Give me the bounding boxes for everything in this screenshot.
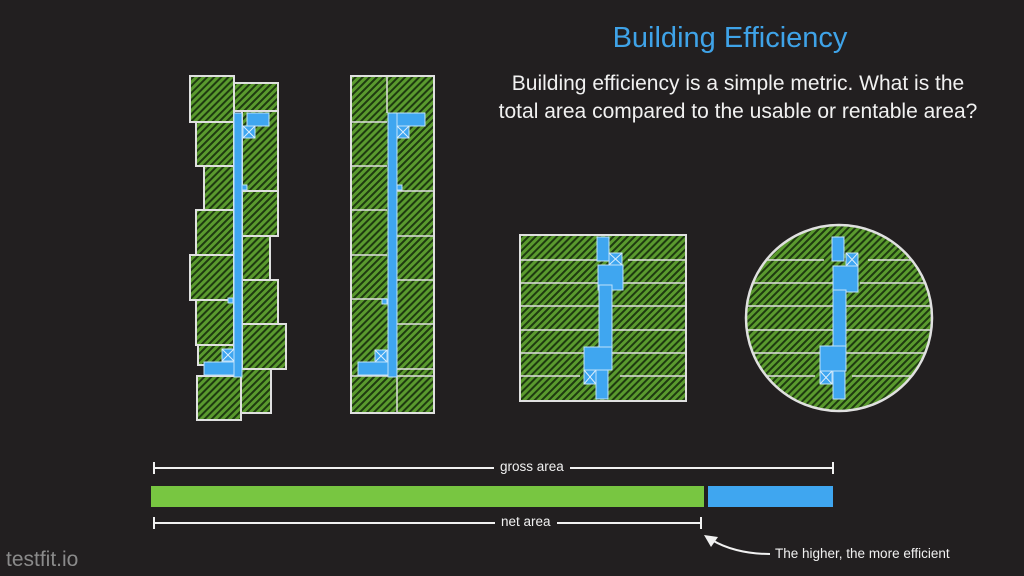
circular-building	[744, 223, 934, 413]
net-area-dimension	[153, 517, 702, 529]
staggered-building-circulation	[203, 112, 270, 378]
brand-watermark: testfit.io	[6, 548, 79, 571]
net-area-bar	[151, 486, 704, 507]
circulation-area-bar	[708, 486, 833, 507]
page-subtitle: Building efficiency is a simple metric. …	[462, 70, 1014, 126]
page-title: Building Efficiency	[612, 22, 848, 54]
subtitle-line-1: Building efficiency is a simple metric. …	[511, 72, 965, 95]
efficiency-annotation: The higher, the more efficient	[775, 546, 950, 561]
subtitle-line-2: total area compared to the usable or ren…	[498, 100, 978, 123]
gross-area-dimension	[153, 462, 834, 474]
annotation-arrow-icon	[704, 535, 771, 555]
net-area-label: net area	[495, 514, 557, 529]
rectangular-building-circulation	[357, 112, 426, 378]
square-building	[519, 234, 687, 402]
gross-area-label: gross area	[494, 459, 570, 474]
